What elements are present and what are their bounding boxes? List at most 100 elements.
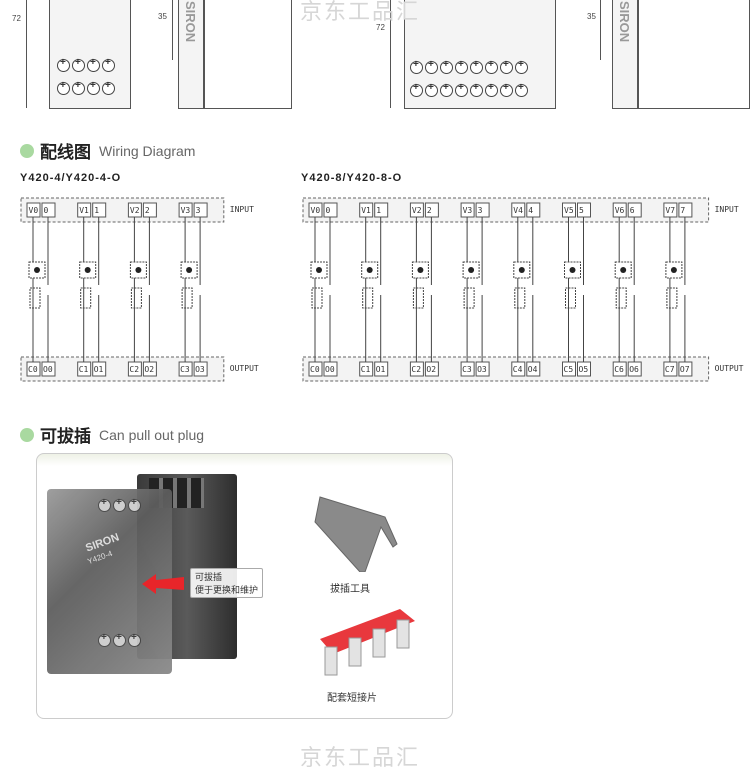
output-label: OUTPUT <box>715 364 744 373</box>
section-title-en: Wiring Diagram <box>99 142 196 159</box>
led-icon <box>316 267 322 273</box>
switch-icon <box>412 287 424 309</box>
pull-arrow-icon <box>142 574 184 594</box>
output-terminal-label: C3 <box>462 365 472 374</box>
input-terminal-label: V3 <box>463 206 473 215</box>
switch-icon <box>666 287 678 309</box>
output-terminal-label: C2 <box>129 365 139 374</box>
output-terminal-label: C1 <box>361 365 371 374</box>
model-label-4ch: Y420-4/Y420-4-O <box>20 172 122 184</box>
output-terminal-label: O3 <box>195 365 205 374</box>
led-icon <box>186 267 193 273</box>
output-terminal-label: C7 <box>665 365 675 374</box>
output-terminal-label: C4 <box>513 365 523 374</box>
led-icon <box>569 267 576 273</box>
output-terminal-label: O2 <box>426 365 436 374</box>
output-terminal-label: O5 <box>579 365 589 374</box>
input-terminal-label: V4 <box>513 206 523 215</box>
output-terminal-label: O0 <box>43 365 53 374</box>
relay-module-image: SIRON Y420-4 <box>47 489 172 674</box>
switch-icon <box>615 287 627 309</box>
input-terminal-label: 4 <box>528 206 533 215</box>
input-terminal-label: 3 <box>478 206 483 215</box>
switch-icon <box>29 287 41 309</box>
input-terminal <box>359 202 374 218</box>
input-terminal-label: 1 <box>94 206 99 215</box>
output-terminal-label: C3 <box>180 365 190 374</box>
input-terminal-label: V5 <box>564 206 574 215</box>
wiring-diagram-8ch: INPUTOUTPUTV0C00O0V1C11O1V2C22O2V3C33O3V… <box>302 197 744 382</box>
jumper-caption: 配套短接片 <box>327 693 377 704</box>
input-terminal-label: 6 <box>630 206 635 215</box>
output-terminal-label: O0 <box>325 365 335 374</box>
input-terminal-label: 0 <box>44 206 49 215</box>
switch-icon <box>514 287 526 309</box>
input-terminal <box>663 202 678 218</box>
output-terminal-label: O2 <box>144 365 154 374</box>
led-icon <box>620 267 627 273</box>
input-label: INPUT <box>230 205 254 214</box>
rail-dim: 35 <box>158 12 167 21</box>
tool-caption: 拔插工具 <box>330 584 370 595</box>
output-label: OUTPUT <box>230 364 259 373</box>
brand-text-8ch: SIRON <box>617 1 632 43</box>
output-terminal-label: O3 <box>477 365 487 374</box>
product-photo-panel: SIRON Y420-4 可拔插 便于更换和维护 拔插工具 配套短接片 <box>36 453 453 719</box>
input-terminal-label: 1 <box>376 206 381 215</box>
jumper-image <box>320 609 415 676</box>
output-terminal-label: C1 <box>79 365 89 374</box>
input-terminal-label: 0 <box>326 206 331 215</box>
switch-icon <box>311 287 323 309</box>
input-terminal-label: 2 <box>145 206 150 215</box>
output-terminal-label: C2 <box>411 365 421 374</box>
section-wiring-header: 配线图 Wiring Diagram <box>20 138 195 163</box>
section-bullet-icon <box>20 143 34 158</box>
section-title-en: Can pull out plug <box>99 426 205 443</box>
callout-line1: 可拔插 <box>195 573 223 583</box>
input-terminal-label: V0 <box>29 206 39 215</box>
output-terminal-label: O6 <box>629 365 639 374</box>
device-front-8ch <box>404 0 556 109</box>
led-icon <box>670 267 677 273</box>
output-terminal-label: O1 <box>376 365 386 374</box>
switch-icon <box>463 287 475 309</box>
input-terminal-label: V1 <box>79 206 89 215</box>
output-terminal-label: O4 <box>528 365 538 374</box>
pull-tool-image <box>314 496 398 572</box>
input-terminal-label: 2 <box>427 206 432 215</box>
output-terminal <box>374 361 389 377</box>
height-dim: 72 <box>12 14 21 23</box>
led-icon <box>84 267 91 273</box>
output-terminal-label: C0 <box>28 365 38 374</box>
led-icon <box>468 267 475 273</box>
brand-text: SIRON <box>183 1 198 43</box>
dimension-drawings: 72 35 SIRON 72 35 SIRON <box>0 0 750 110</box>
switch-icon <box>181 287 193 309</box>
input-terminal <box>678 202 693 218</box>
input-terminal-label: V0 <box>311 206 321 215</box>
callout-line2: 便于更换和维护 <box>195 586 259 596</box>
output-terminal-label: C5 <box>564 365 574 374</box>
led-icon <box>366 267 373 273</box>
watermark-top: 京东工品汇 <box>300 0 421 25</box>
height-dim-8ch: 72 <box>376 23 385 32</box>
device-front-4ch <box>49 0 131 109</box>
switch-icon <box>80 287 92 309</box>
input-terminal-label: 7 <box>680 206 685 215</box>
output-terminal-label: C0 <box>310 365 320 374</box>
section-bullet-icon <box>20 427 34 442</box>
section-plug-header: 可拔插 Can pull out plug <box>20 422 204 447</box>
section-title: 配线图 <box>40 143 91 163</box>
led-icon <box>135 267 142 273</box>
switch-icon <box>565 287 576 309</box>
input-terminal-label: 3 <box>196 206 201 215</box>
input-terminal-label: V2 <box>412 206 422 215</box>
input-terminal-label: V2 <box>130 206 140 215</box>
callout-box: 可拔插 便于更换和维护 <box>190 568 264 598</box>
input-terminal-label: 5 <box>579 206 584 215</box>
section-title: 可拔插 <box>40 427 91 447</box>
led-icon <box>34 267 40 273</box>
input-terminal-label: V1 <box>361 206 371 215</box>
led-icon <box>518 267 525 273</box>
